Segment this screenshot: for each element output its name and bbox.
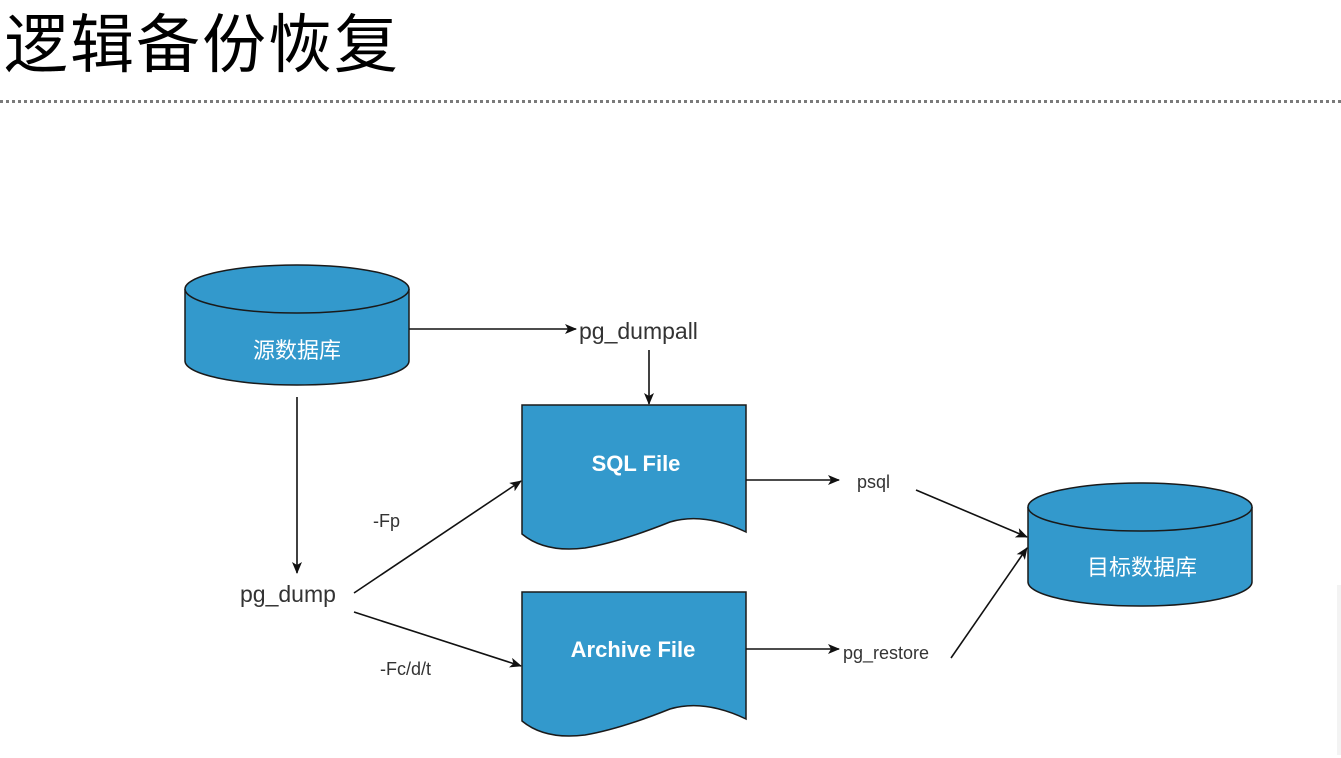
edge-pg-restore-to-target bbox=[950, 547, 1028, 659]
source-database-node[interactable]: 源数据库 bbox=[184, 264, 410, 386]
psql-label: psql bbox=[857, 472, 890, 492]
edge-pg-dump-to-sql-file bbox=[353, 480, 522, 594]
title-divider bbox=[0, 100, 1341, 103]
edge-label-fcdt: -Fc/d/t bbox=[380, 659, 431, 679]
archive-file-label: Archive File bbox=[571, 637, 696, 662]
target-db-top bbox=[1027, 482, 1253, 532]
source-db-label: 源数据库 bbox=[253, 338, 341, 363]
source-db-top bbox=[184, 264, 410, 314]
archive-file-shape bbox=[521, 591, 747, 737]
source-db-body bbox=[184, 289, 410, 386]
edge-label-fp: -Fp bbox=[373, 511, 400, 531]
pg-dump-label: pg_dump bbox=[240, 581, 336, 607]
target-db-body bbox=[1027, 507, 1253, 607]
sql-file-shape bbox=[521, 404, 747, 550]
target-db-label: 目标数据库 bbox=[1087, 555, 1197, 580]
edge-psql-to-target bbox=[915, 489, 1028, 538]
target-database-node[interactable]: 目标数据库 bbox=[1027, 482, 1253, 607]
sql-file-node[interactable]: SQL File bbox=[521, 404, 747, 550]
sql-file-label: SQL File bbox=[592, 451, 681, 476]
scrollbar-track[interactable] bbox=[1337, 585, 1341, 755]
pg-dumpall-label: pg_dumpall bbox=[579, 318, 698, 344]
archive-file-node[interactable]: Archive File bbox=[521, 591, 747, 737]
edge-pg-dump-to-archive-file bbox=[353, 611, 522, 668]
pg-restore-label: pg_restore bbox=[843, 643, 929, 664]
page-title: 逻辑备份恢复 bbox=[4, 9, 400, 83]
